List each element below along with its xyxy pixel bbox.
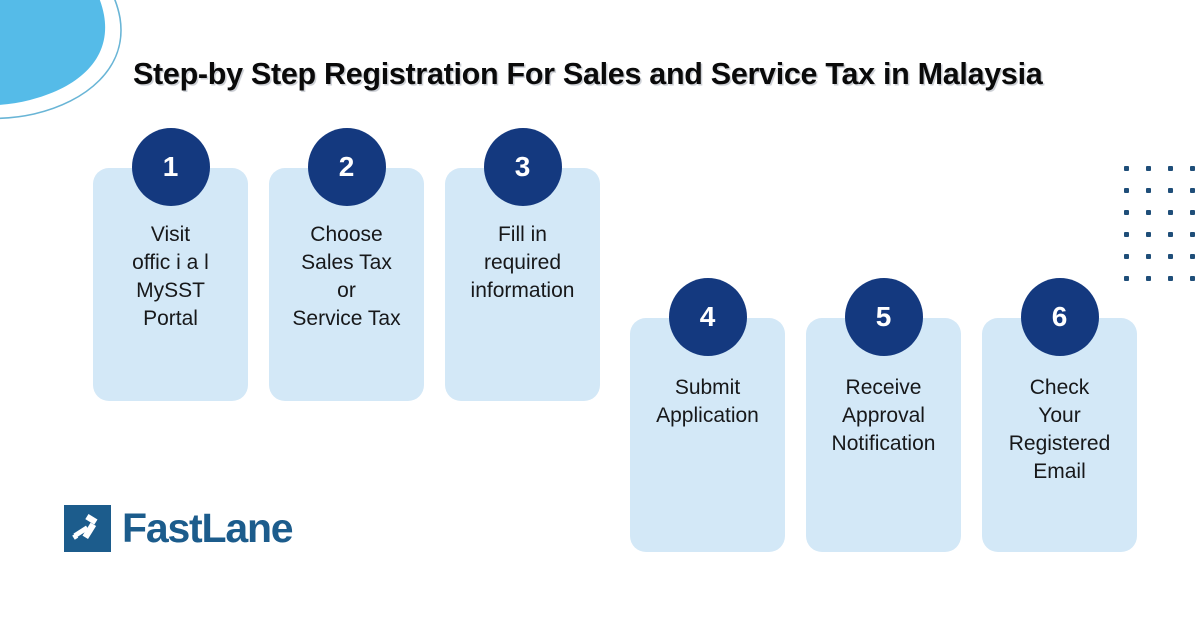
step-card-1: 1 Visit offic i a l MySST Portal xyxy=(93,128,248,401)
grid-dot xyxy=(1168,188,1173,193)
step-badge-6: 6 xyxy=(1020,278,1099,356)
grid-dot xyxy=(1168,166,1173,171)
grid-dot xyxy=(1190,166,1195,171)
gavel-icon xyxy=(64,505,111,552)
step-text-1: Visit offic i a l MySST Portal xyxy=(132,223,209,330)
grid-dot xyxy=(1146,232,1151,237)
step-card-6: 6 Check Your Registered Email xyxy=(982,278,1137,552)
dot-grid-decoration xyxy=(1124,166,1200,298)
grid-dot xyxy=(1146,276,1151,281)
page-title: Step-by Step Registration For Sales and … xyxy=(133,57,1043,91)
grid-dot xyxy=(1146,166,1151,171)
grid-dot xyxy=(1124,166,1129,171)
step-text-5: Receive Approval Notification xyxy=(831,376,936,455)
grid-dot xyxy=(1190,232,1195,237)
grid-dot xyxy=(1168,210,1173,215)
grid-dot xyxy=(1124,188,1129,193)
grid-dot xyxy=(1190,276,1195,281)
step-badge-5: 5 xyxy=(844,278,923,356)
fastlane-logo[interactable]: FastLane xyxy=(64,505,294,552)
step-text-4: Submit Application xyxy=(656,376,759,427)
grid-dot xyxy=(1124,276,1129,281)
steps-row-top: 1 Visit offic i a l MySST Portal 2 Choos… xyxy=(93,128,600,401)
grid-dot xyxy=(1146,210,1151,215)
grid-dot xyxy=(1168,276,1173,281)
steps-row-bottom: 4 Submit Application 5 Receive Approval … xyxy=(630,278,1137,552)
step-text-3: Fill in required information xyxy=(470,223,575,302)
grid-dot xyxy=(1124,210,1129,215)
grid-dot xyxy=(1168,254,1173,259)
grid-dot xyxy=(1190,210,1195,215)
step-badge-2: 2 xyxy=(307,128,386,206)
step-card-4: 4 Submit Application xyxy=(630,278,785,552)
grid-dot xyxy=(1168,232,1173,237)
step-text-2: Choose Sales Tax or Service Tax xyxy=(292,223,401,330)
step-badge-1: 1 xyxy=(131,128,210,206)
grid-dot xyxy=(1124,254,1129,259)
step-card-5: 5 Receive Approval Notification xyxy=(806,278,961,552)
step-text-6: Check Your Registered Email xyxy=(1008,376,1111,483)
step-card-2: 2 Choose Sales Tax or Service Tax xyxy=(269,128,424,401)
logo-wordmark: FastLane xyxy=(122,505,294,551)
step-card-3: 3 Fill in required information xyxy=(445,128,600,401)
step-badge-4: 4 xyxy=(668,278,747,356)
step-badge-3: 3 xyxy=(483,128,562,206)
grid-dot xyxy=(1190,188,1195,193)
grid-dot xyxy=(1146,254,1151,259)
grid-dot xyxy=(1146,188,1151,193)
grid-dot xyxy=(1124,232,1129,237)
grid-dot xyxy=(1190,254,1195,259)
